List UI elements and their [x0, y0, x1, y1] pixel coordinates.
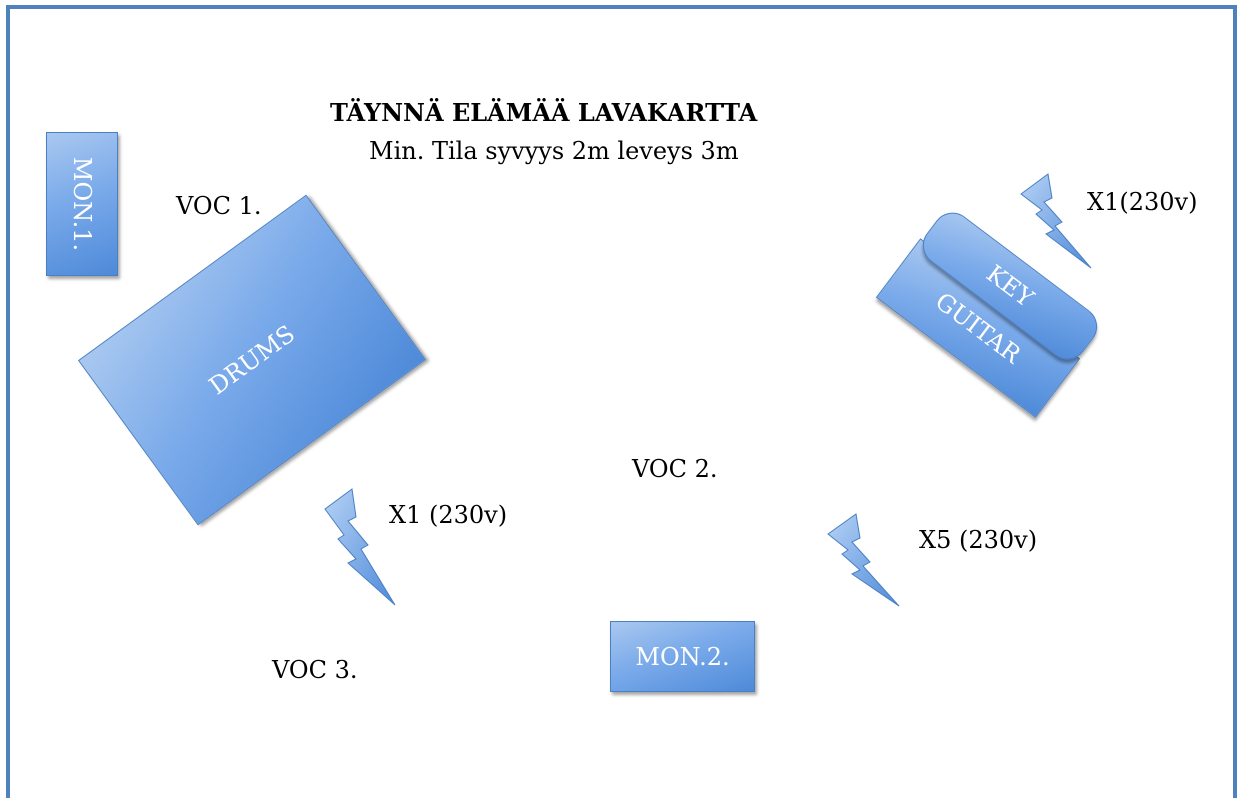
page-title: TÄYNNÄ ELÄMÄÄ LAVAKARTTA: [330, 98, 758, 127]
lightning-icon: [1020, 173, 1092, 269]
lightning-icon: [324, 488, 396, 606]
power-label-top-right: X1(230v): [1087, 188, 1198, 216]
drums-label: DRUMS: [203, 319, 301, 401]
monitor-2-label: MON.2.: [635, 642, 730, 671]
voc-1-label: VOC 1.: [176, 192, 262, 220]
frame-border-right: [1233, 5, 1237, 798]
frame-border-top: [6, 5, 1237, 9]
power-label-center-left: X1 (230v): [389, 501, 508, 529]
page-subtitle: Min. Tila syvyys 2m leveys 3m: [369, 137, 739, 165]
monitor-2-box: MON.2.: [610, 621, 755, 692]
voc-3-label: VOC 3.: [272, 656, 358, 684]
monitor-1-box: MON.1.: [46, 132, 118, 276]
monitor-1-label: MON.1.: [68, 156, 96, 252]
voc-2-label: VOC 2.: [632, 455, 718, 483]
power-label-center-right: X5 (230v): [919, 526, 1038, 554]
lightning-icon: [827, 513, 900, 607]
frame-border-left: [6, 5, 10, 798]
